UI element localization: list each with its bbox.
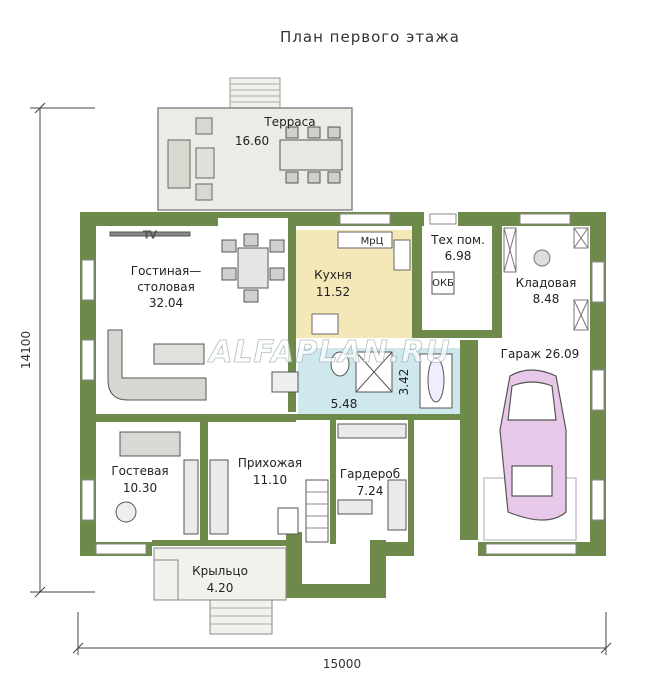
windows — [81, 213, 605, 555]
garage-name: Гараж — [501, 347, 542, 361]
porch-area: 4.20 — [207, 581, 234, 595]
dimension-lines — [30, 102, 612, 655]
terrace-area: 16.60 — [235, 134, 269, 148]
storage-area: 8.48 — [533, 292, 560, 306]
guest-name: Гостевая — [111, 464, 168, 478]
hall-fixtures — [209, 459, 329, 543]
boiler-label: ОКБ — [432, 278, 454, 289]
watermark: ALFAPLAN.RU — [207, 335, 450, 370]
wardrobe-rails — [337, 423, 407, 531]
living-area: 32.04 — [149, 296, 183, 310]
living-furniture: TV — [107, 230, 299, 401]
wardrobe-area: 7.24 — [357, 484, 384, 498]
kitchen-fixtures — [311, 231, 411, 335]
garage-area: 26.09 — [545, 347, 579, 361]
kitchen-name: Кухня — [314, 268, 352, 282]
width-dimension: 15000 — [323, 657, 361, 671]
bath-area: 5.48 — [331, 397, 358, 411]
kitchen-area: 11.52 — [316, 285, 350, 299]
garage-car — [483, 369, 577, 541]
terrace — [157, 77, 353, 211]
hall-name: Прихожая — [238, 456, 302, 470]
plan-title: План первого этажа — [280, 28, 460, 46]
hall-area: 11.10 — [253, 473, 287, 487]
porch-name: Крыльцо — [192, 564, 248, 578]
bath-fixtures — [330, 351, 453, 409]
living-name-line2: столовая — [137, 280, 195, 294]
storage-shelves — [503, 227, 589, 331]
porch — [153, 547, 287, 635]
tech-area: 6.98 — [445, 249, 472, 263]
living-name-line1: Гостиная— — [131, 264, 201, 278]
tech-room-fixtures — [431, 271, 455, 295]
tech-name: Тех пом. — [430, 233, 485, 247]
guest-furniture — [115, 431, 199, 535]
height-dimension: 14100 — [19, 331, 33, 369]
guest-area: 10.30 — [123, 481, 157, 495]
shower-area: 3.42 — [397, 369, 411, 396]
garage-label: Гараж 26.09 — [501, 347, 580, 361]
wardrobe-name: Гардероб — [340, 467, 400, 481]
storage-name: Кладовая — [516, 276, 577, 290]
tv-label: TV — [143, 230, 157, 241]
terrace-name: Терраса — [263, 115, 315, 129]
wash-label: МрЦ — [361, 236, 384, 247]
